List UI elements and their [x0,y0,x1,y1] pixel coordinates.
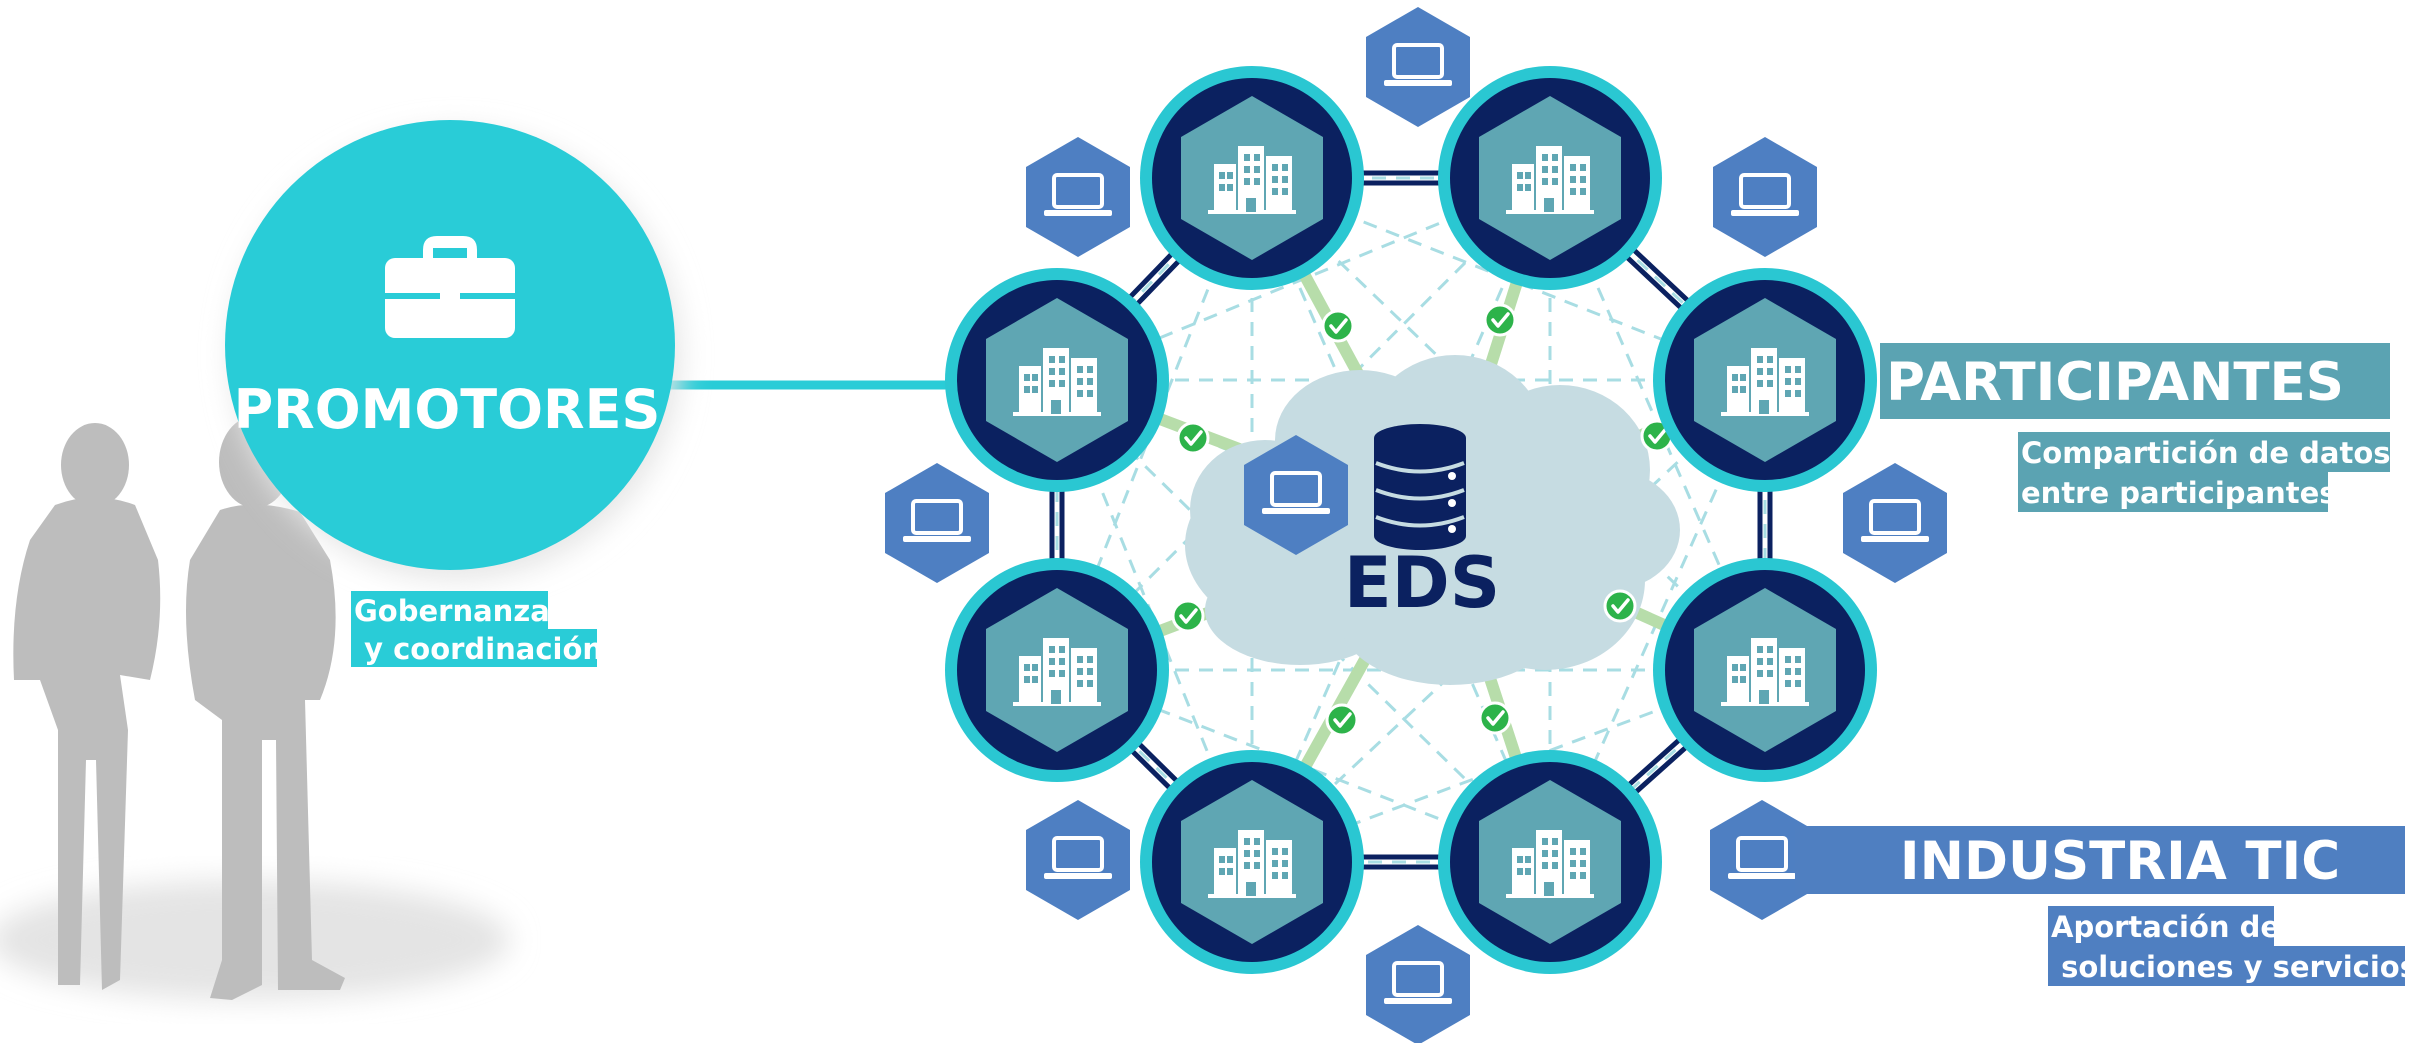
promotores-subtitle-line2: y coordinación [354,632,603,666]
mesh-line [1250,378,1767,864]
checkmark-icon [1171,599,1205,633]
laptop-icon [1861,499,1929,542]
laptop-icon [1731,173,1799,216]
laptop-icon [1384,961,1452,1004]
laptop-node [1026,800,1130,920]
laptop-node [1843,463,1947,583]
building-icon [1721,348,1809,416]
eds-label: EDS [1344,542,1500,624]
checkmark-icon [1483,303,1517,337]
business-people-silhouette [0,416,510,1000]
laptop-node [1710,800,1814,920]
promotores-node: PROMOTORES [225,120,681,580]
laptop-nodes [885,7,1947,1045]
checkmark-icon [1325,703,1359,737]
participantes-banner: PARTICIPANTES Compartición de datos entr… [1880,343,2391,512]
participant-node [1438,66,1662,290]
database-icon [1374,424,1466,550]
promotores-subtitle: Gobernanza y coordinación [351,591,603,667]
participantes-desc-line2: entre participantes [2021,476,2337,510]
participantes-title: PARTICIPANTES [1886,352,2344,413]
checkmark-icon [1478,701,1512,735]
participant-node [1653,558,1877,782]
building-icon [1506,146,1594,214]
building-icon [1013,638,1101,706]
woman-silhouette [13,423,161,990]
laptop-node [1366,7,1470,127]
participantes-desc-line1: Compartición de datos [2021,436,2391,470]
industria-desc-line2: soluciones y servicios [2051,950,2412,984]
laptop-node [1713,137,1817,257]
checkmark-icon [1603,589,1637,623]
building-icon [1208,146,1296,214]
participant-node [1140,66,1364,290]
laptop-icon [1384,43,1452,86]
laptop-icon [1044,836,1112,879]
participant-node [945,268,1169,492]
center-laptop-node [1244,435,1348,555]
laptop-node [885,463,989,583]
laptop-icon [1044,173,1112,216]
promotores-circle [225,120,675,570]
participant-node [1140,750,1364,974]
building-icon [1721,638,1809,706]
building-icon [1013,348,1101,416]
building-icon [1506,830,1594,898]
promotores-title: PROMOTORES [234,378,661,441]
check-markers [1171,303,1674,737]
laptop-node [1366,925,1470,1045]
checkmark-icon [1321,309,1355,343]
participant-node [945,558,1169,782]
promotores-subtitle-line1: Gobernanza [354,594,550,628]
participant-nodes [945,66,1877,974]
participant-node [1438,750,1662,974]
briefcase-icon [385,236,515,338]
laptop-icon [903,499,971,542]
participant-node [1653,268,1877,492]
checkmark-icon [1176,421,1210,455]
building-icon [1208,830,1296,898]
industria-desc-line1: Aportación de [2051,910,2280,944]
laptop-node [1026,137,1130,257]
laptop-icon [1262,471,1330,514]
laptop-icon [1728,836,1796,879]
industria-title: INDUSTRIA TIC [1900,831,2340,892]
industria-banner: INDUSTRIA TIC Aportación de soluciones y… [1795,826,2412,986]
